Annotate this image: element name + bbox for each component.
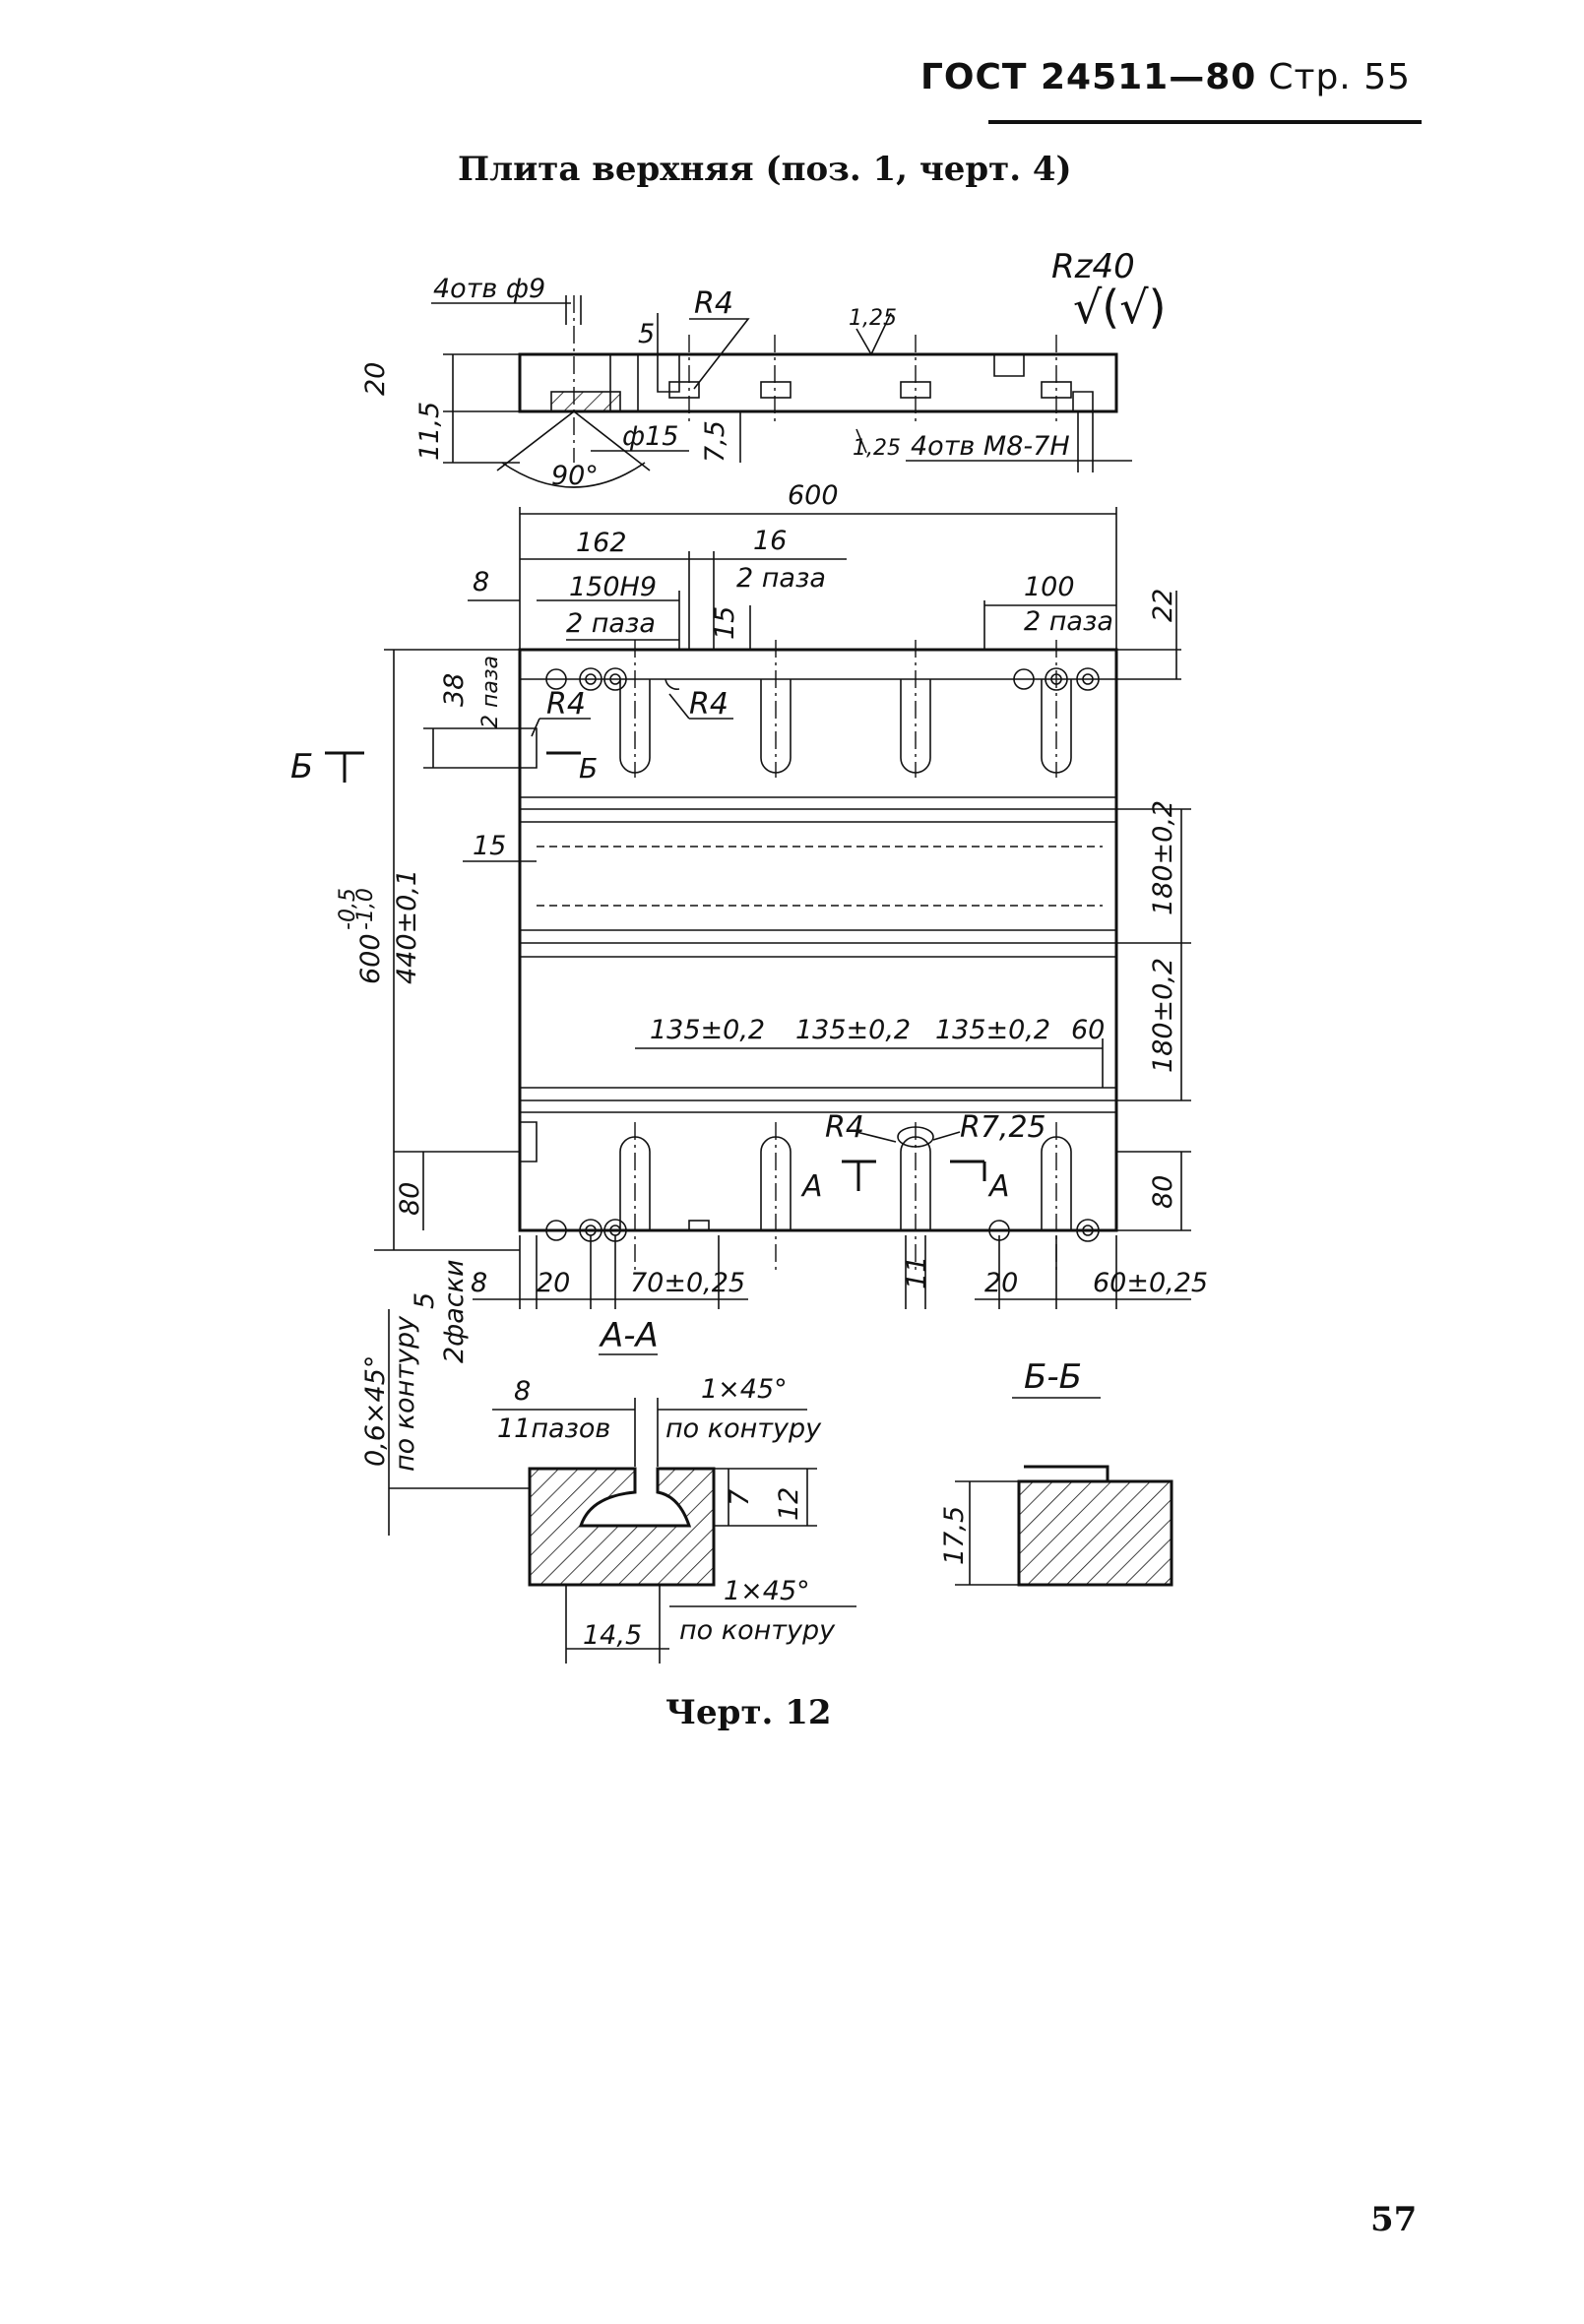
sec-aa-chamfer-top: 1×45° bbox=[701, 1374, 788, 1405]
dim-15b: 15 bbox=[473, 831, 506, 861]
h11-5: 11,5 bbox=[414, 402, 445, 461]
plan-view: 600 162 16 2 паза 8 150Н9 2 паза 15 100 … bbox=[290, 480, 1208, 1536]
page-label: Стр. 55 bbox=[1268, 57, 1411, 97]
holes-callout: 4отв ф9 bbox=[433, 274, 545, 304]
dim-135b: 135±0,2 bbox=[795, 1015, 911, 1045]
sec-aa-contour-top: по контуру bbox=[665, 1413, 822, 1444]
dim-5: 5 bbox=[410, 1292, 440, 1309]
groove-1 bbox=[520, 796, 1116, 823]
header-rule bbox=[988, 120, 1422, 124]
chamfers-2: 2фаски bbox=[439, 1259, 470, 1363]
dim-135c: 135±0,2 bbox=[935, 1015, 1050, 1045]
section-a-a: А-А 8 11пазов 1×45° по контуру 7 12 1×45… bbox=[389, 1316, 856, 1664]
dim-20a: 20 bbox=[537, 1268, 570, 1298]
surface-finish-mark: Rz40 √(√) bbox=[1051, 247, 1167, 334]
sec-aa-chamfer-bot: 1×45° bbox=[724, 1576, 810, 1606]
thread-callout: 4отв М8-7Н bbox=[911, 431, 1070, 462]
slots-2a: 2 паза bbox=[736, 563, 826, 594]
sec-b-left: Б bbox=[290, 747, 313, 786]
dim-5-side: 5 bbox=[638, 319, 655, 349]
h20: 20 bbox=[360, 362, 391, 396]
section-bb-label: Б-Б bbox=[1024, 1357, 1082, 1397]
dim-22: 22 bbox=[1148, 589, 1178, 622]
sec-aa-d8: 8 bbox=[514, 1376, 531, 1407]
slots-2d: 2 паза bbox=[478, 656, 503, 728]
dim-80b: 80 bbox=[1148, 1175, 1178, 1209]
section-b-b: Б-Б 17,5 bbox=[939, 1357, 1173, 1587]
drawing-title: Плита верхняя (поз. 1, черт. 4) bbox=[458, 150, 1072, 189]
page-number: 57 bbox=[1370, 2200, 1418, 2239]
dim-15a: 15 bbox=[710, 606, 740, 640]
sec-aa-d14-5: 14,5 bbox=[583, 1620, 642, 1651]
chamfer-contour: 0,6×45° bbox=[360, 1355, 391, 1467]
bb-section bbox=[1017, 1479, 1173, 1587]
sec-aa-contour-bot: по контуру bbox=[679, 1615, 836, 1646]
dim-150h9: 150Н9 bbox=[569, 572, 657, 602]
dim-180b: 180±0,2 bbox=[1148, 958, 1178, 1073]
dim-440: 440±0,1 bbox=[392, 869, 422, 984]
dim-20b: 20 bbox=[984, 1268, 1018, 1298]
dim-7-5: 7,5 bbox=[700, 420, 730, 463]
dim-60: 60 bbox=[1071, 1015, 1105, 1045]
side-view: 90° 4отв ф9 5 R4 1,25 20 11,5 ф15 7,5 1,… bbox=[360, 274, 1132, 491]
top-slots bbox=[545, 640, 1100, 778]
page-header: ГОСТ 24511—80 Стр. 55 bbox=[920, 57, 1411, 97]
sec-bb-d17-5: 17,5 bbox=[939, 1506, 970, 1565]
r4b: R4 bbox=[689, 687, 729, 722]
r4c: R4 bbox=[825, 1110, 864, 1145]
dim-11: 11 bbox=[902, 1256, 932, 1289]
rough-bottom: 1,25 bbox=[853, 436, 901, 461]
dim-70: 70±0,25 bbox=[630, 1268, 745, 1298]
chamfer-contour2: по контуру bbox=[390, 1315, 420, 1472]
dim-8: 8 bbox=[473, 567, 489, 597]
groove-2 bbox=[520, 929, 1116, 958]
angle-90: 90° bbox=[551, 461, 599, 491]
groove-3 bbox=[520, 1087, 1116, 1113]
sec-a2: А bbox=[987, 1169, 1010, 1204]
sec-aa-d7: 7 bbox=[725, 1489, 755, 1506]
section-aa-label: А-А bbox=[599, 1316, 659, 1355]
finish-symbol: √(√) bbox=[1073, 281, 1167, 334]
dim-60b: 60±0,25 bbox=[1093, 1268, 1208, 1298]
slots-2b: 2 паза bbox=[566, 608, 656, 639]
figure-caption: Черт. 12 bbox=[665, 1693, 832, 1732]
tol-lower: -1,0 bbox=[353, 888, 378, 930]
bottom-slots bbox=[545, 1122, 1100, 1270]
r4a: R4 bbox=[546, 687, 586, 722]
tol-upper: -0,5 bbox=[336, 888, 360, 930]
dim-38: 38 bbox=[439, 673, 470, 707]
sec-aa-d12: 12 bbox=[774, 1487, 804, 1521]
r4-side: R4 bbox=[694, 286, 733, 321]
dim-8b: 8 bbox=[471, 1268, 487, 1298]
sec-aa-slots11: 11пазов bbox=[497, 1413, 610, 1444]
rz-label: Rz40 bbox=[1051, 247, 1135, 286]
dim-80a: 80 bbox=[395, 1182, 425, 1216]
sec-a1: А bbox=[800, 1169, 823, 1204]
dim-180a: 180±0,2 bbox=[1148, 800, 1178, 915]
sec-b-right: Б bbox=[579, 752, 598, 785]
dim-100: 100 bbox=[1024, 572, 1075, 602]
rough-top: 1,25 bbox=[849, 306, 897, 331]
dim-16: 16 bbox=[753, 526, 787, 556]
r7-25: R7,25 bbox=[960, 1110, 1046, 1145]
width-600: 600 bbox=[788, 480, 839, 511]
dim-162: 162 bbox=[576, 528, 627, 558]
slots-2c: 2 паза bbox=[1024, 606, 1113, 637]
standard-number: ГОСТ 24511—80 bbox=[919, 57, 1257, 97]
tslot-section bbox=[528, 1467, 716, 1587]
dim-600-tol: 600 bbox=[355, 933, 386, 984]
dim-135a: 135±0,2 bbox=[650, 1015, 765, 1045]
phi15: ф15 bbox=[622, 421, 678, 452]
